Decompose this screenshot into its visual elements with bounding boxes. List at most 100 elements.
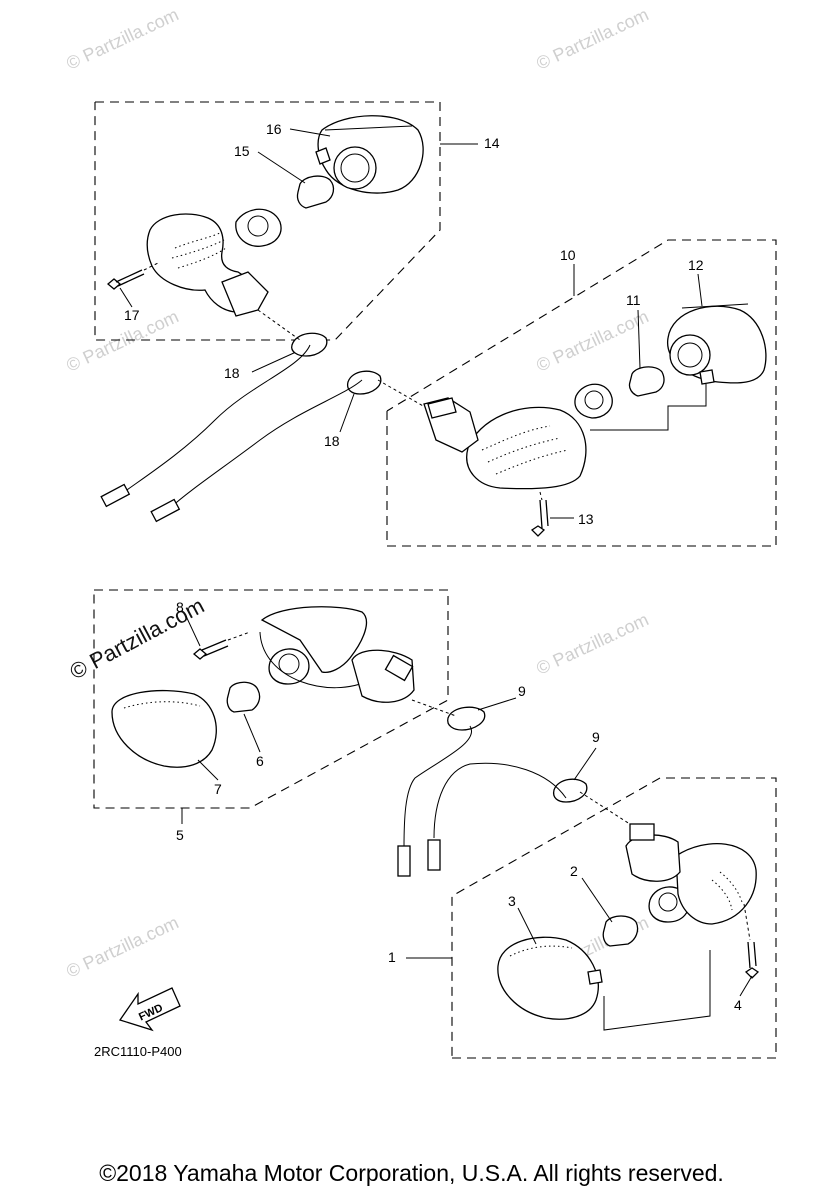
watermark: © Partzilla.com [533,4,651,73]
lens-part-7 [111,689,217,768]
housing-body [260,606,367,674]
socket-body [574,383,613,419]
leader-12 [697,273,703,307]
fwd-arrow-icon: FWD [118,987,181,1032]
callout-2: 2 [570,863,578,879]
wire-upper-b [169,379,363,509]
screw-axis [539,491,543,501]
grommet-9a [447,706,486,731]
socket-body [235,208,282,247]
watermark: © Partzilla.com [533,306,651,375]
bulb-part-15 [296,175,335,209]
connector-latch [384,654,414,682]
lens-ridge [324,125,413,131]
copyright-notice: ©2018 Yamaha Motor Corporation, U.S.A. A… [99,1160,724,1186]
wire-to-assembly-10 [377,379,431,411]
watermark: © Partzilla.com [533,609,651,678]
bulb-part-6 [226,681,261,713]
screw-axis [743,903,751,941]
connector-latch [629,823,655,841]
callout-3: 3 [508,893,516,909]
callout-5: 5 [176,827,184,843]
callout-18b: 18 [324,433,340,449]
callout-18a: 18 [224,365,240,381]
bracket-12 [590,384,707,431]
callout-1: 1 [388,949,396,965]
assembly-5-front-left-signal: 8 7 6 5 [93,589,449,843]
connector-body [221,271,269,317]
callout-10: 10 [560,247,576,263]
watermark-large: © Partzilla.com [66,593,209,685]
lens-texture [509,945,573,957]
housing-texture [171,231,227,269]
leader-16 [289,128,331,137]
leader-17 [119,287,133,308]
terminal-upper-b [150,498,181,523]
wire-to-assembly-5 [411,699,457,717]
screw-axis [227,631,251,641]
socket-inner [247,215,269,237]
assembly-5-boundary [93,589,449,809]
callout-14: 14 [484,135,500,151]
terminal-upper-a [100,483,131,508]
leader-18b [339,393,355,433]
bulb-part-2 [602,915,639,947]
diagram-code: 2RC1110-P400 [94,1044,182,1059]
lens-socket-inner [677,342,703,368]
socket-inner [658,892,678,912]
assembly-10-front-right-signal: 12 11 10 13 [386,239,777,547]
callout-6: 6 [256,753,264,769]
screw-part-13 [530,499,549,537]
leader-4 [739,975,753,997]
grommet-18b [346,370,382,395]
screw-axis [143,261,161,271]
connector-collar [427,397,457,419]
wiring-lower: 9 9 [397,683,637,877]
leader-6 [243,713,261,753]
callout-15: 15 [234,143,250,159]
leader-11 [637,309,641,369]
callout-11: 11 [626,292,641,308]
leader-9b [573,747,597,781]
socket-inner [278,653,300,675]
callout-9a: 9 [518,683,526,699]
terminal-lower-a [397,845,411,877]
grommet-9b [552,778,588,803]
grommet-18a [291,332,328,357]
housing-texture [481,425,569,475]
wire-lower-a [403,725,473,849]
leader-3 [517,907,537,945]
assembly-10-boundary [386,239,777,547]
callout-12: 12 [688,257,704,273]
socket-body [268,648,310,685]
watermark: © Partzilla.com [63,306,181,375]
assembly-1-rear-right-signal: 2 3 1 4 [388,777,777,1059]
lens-ridge [681,303,749,309]
lens-tab [315,147,331,165]
bulb-part-11 [628,366,665,397]
lens-socket-ring [669,334,711,376]
leader-15 [257,151,306,184]
lens-socket-inner [340,153,370,183]
leader-7 [197,759,219,781]
leader-8 [185,615,201,647]
housing-texture [711,871,743,911]
fwd-arrow-shape [118,987,181,1032]
callout-9b: 9 [592,729,600,745]
leader-18a [251,351,297,373]
screw-part-4 [744,941,760,979]
callout-7: 7 [214,781,222,797]
assembly-1-boundary [451,777,777,1059]
assembly-14-rear-left-signal: 16 15 14 17 18 [94,101,500,381]
leader-2 [581,877,613,923]
bracket-3 [603,950,711,1031]
socket-inner [584,390,604,410]
housing-wire [259,631,371,689]
wire-upper-a [119,344,311,496]
lens-part-3 [497,936,599,1020]
lens-tab [699,369,715,385]
wire-lower-b [433,762,567,839]
leader-9a [477,697,517,711]
watermark: © Partzilla.com [63,4,181,73]
